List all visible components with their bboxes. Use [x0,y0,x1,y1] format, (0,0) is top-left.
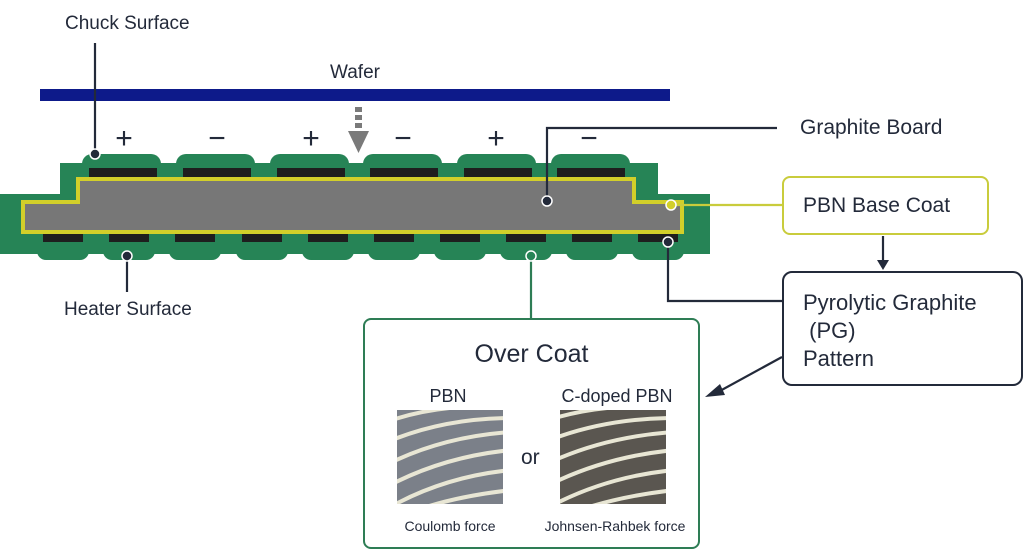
wafer-bar [40,89,670,101]
pg-pattern-label-line2: (PG) [803,318,856,343]
pg-pattern-box: Pyrolytic Graphite (PG) Pattern [782,271,1023,386]
graphite-board-label: Graphite Board [800,116,943,139]
arrow-left-down-icon [705,384,725,397]
c-doped-pbn-force-label: Johnsen-Rahbek force [544,518,686,534]
wafer-label: Wafer [330,62,380,83]
pbn-base-coat-label: PBN Base Coat [803,194,951,217]
heater-electrodes [43,233,678,242]
leader-dots [89,148,677,262]
polarity-sign: + [115,122,133,155]
polarity-sign: − [208,122,226,155]
chuck-electrodes [89,168,625,178]
force-arrow-icon [348,107,369,153]
polarity-sign: + [487,122,505,155]
arrow-down-icon [877,260,889,270]
pg-pattern-label-line3: Pattern [803,346,874,371]
electrode-polarity-signs: + − + − + − [115,122,598,155]
pbn-base-coat-layer [21,177,684,234]
pbn-sample-photo [397,410,503,504]
c-doped-pbn-option-title: C-doped PBN [561,386,673,406]
pg-pattern-label-line1: Pyrolytic Graphite [803,290,977,315]
over-coat-box: Over Coat PBN C-doped PBN or [363,318,700,549]
pbn-base-coat-box: PBN Base Coat [782,176,989,235]
pbn-option-title: PBN [429,386,467,406]
polarity-sign: − [394,122,412,155]
over-coat-title: Over Coat [474,340,589,368]
polarity-sign: − [580,122,598,155]
or-separator: or [521,446,540,469]
chuck-surface-label: Chuck Surface [65,13,190,34]
c-doped-pbn-sample-photo [560,410,666,504]
leader-lines [93,43,885,393]
heater-surface-label: Heater Surface [64,299,192,320]
polarity-sign: + [302,122,320,155]
pbn-force-label: Coulomb force [404,518,496,534]
